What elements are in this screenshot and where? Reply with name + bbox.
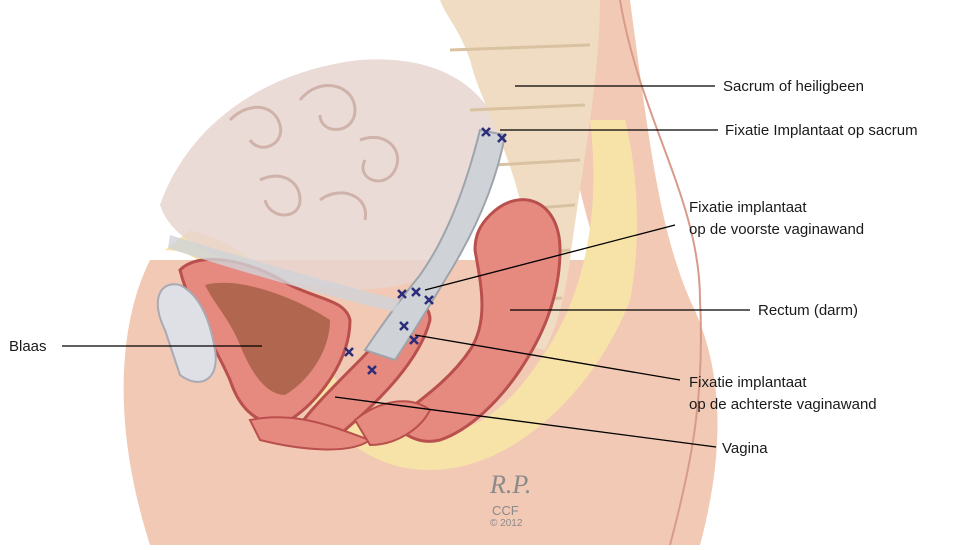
label-fix-back-line2: op de achterste vaginawand	[689, 394, 877, 416]
label-fix-front-line2: op de voorste vaginawand	[689, 219, 864, 241]
signature-year: © 2012	[490, 518, 522, 529]
signature-org: CCF	[492, 503, 519, 518]
label-vagina: Vagina	[722, 438, 768, 460]
label-rectum: Rectum (darm)	[758, 300, 858, 322]
label-blaas: Blaas	[9, 336, 47, 358]
signature-initials: R.P.	[490, 470, 531, 500]
label-sacrum: Sacrum of heiligbeen	[723, 76, 864, 98]
label-fix-sacrum: Fixatie Implantaat op sacrum	[725, 120, 918, 142]
label-fix-back-line1: Fixatie implantaat	[689, 372, 807, 394]
label-fix-front-line1: Fixatie implantaat	[689, 197, 807, 219]
